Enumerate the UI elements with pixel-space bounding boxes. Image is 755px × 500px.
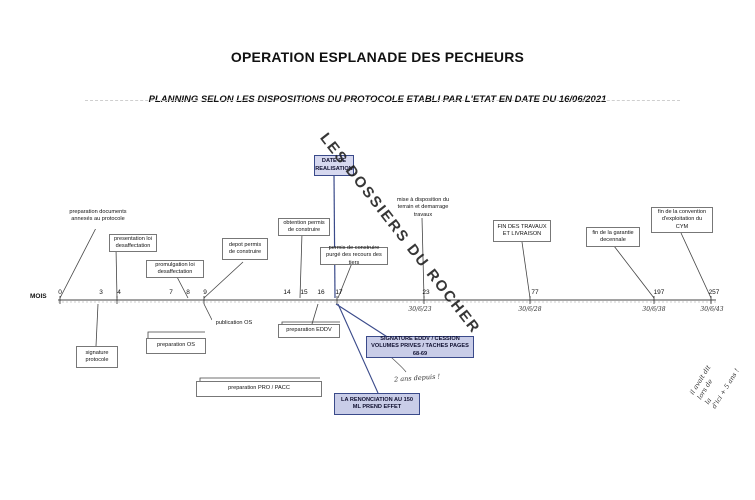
top-dashed-rule	[85, 100, 680, 101]
connector-preparation-eddv	[311, 303, 319, 325]
page-title: OPERATION ESPLANADE DES PECHEURS	[230, 49, 525, 65]
box-mise-disposition: mise à disposition du terrain et demarra…	[388, 197, 458, 218]
box-signature-protocole: signature protocole	[76, 346, 118, 368]
handwritten-date-257: 30/6/43	[700, 306, 724, 313]
connector-date-realisation	[333, 174, 336, 299]
box-fin-travaux: FIN DES TRAVAUX ET LIVRAISON	[493, 220, 551, 242]
box-permis-purge: permis de construire purgé des recours d…	[320, 245, 388, 266]
box-publication-os: publication OS	[212, 318, 256, 330]
tick-77: 77	[531, 289, 539, 296]
tick-7: 7	[169, 289, 173, 296]
box-presentation-loi: presentation loi desaffectation	[109, 234, 157, 252]
connector-renonciation	[337, 303, 379, 394]
connector-depot-permis	[203, 261, 244, 299]
box-signature-eddv: SIGNATURE EDDV / CESSION VOLUMES PRIVES …	[366, 336, 474, 358]
tick-17: 17	[335, 289, 343, 296]
box-fin-garantie: fin de la garantie decennale	[586, 227, 640, 247]
connector-signature-eddv	[335, 303, 393, 341]
tick-257: 257	[708, 289, 720, 296]
tick-15: 15	[300, 289, 308, 296]
tick-14: 14	[283, 289, 291, 296]
connector-presentation-loi	[115, 247, 118, 299]
bracket-preparation-os	[147, 331, 205, 338]
box-preparation-os: preparation OS	[146, 338, 206, 354]
box-preparation-eddv: preparation EDDV	[278, 324, 340, 338]
connector-publication-os	[203, 303, 213, 321]
box-fin-convention: fin de la convention d'exploitation du C…	[651, 207, 713, 233]
connector-promulgation-loi	[175, 274, 189, 299]
tick-16: 16	[317, 289, 325, 296]
tick-4: 4	[117, 289, 121, 296]
connector-obtention-permis	[299, 232, 303, 299]
handwritten-date-77: 30/6/28	[518, 306, 542, 313]
connector-mise-disposition	[421, 217, 425, 299]
tick-3: 3	[99, 289, 103, 296]
tick-0: 0	[58, 289, 62, 296]
connector-fin-travaux	[521, 241, 531, 299]
box-renonciation: LA RENONCIATION AU 150 ML PREND EFFET	[334, 393, 420, 415]
tick-8: 8	[186, 289, 190, 296]
connector-signature-protocole	[95, 303, 99, 347]
axis-label-mois: MOIS	[30, 293, 47, 300]
connector-fin-garantie	[613, 245, 655, 299]
box-preparation-documents: preparation documents annexés au protoco…	[66, 203, 130, 229]
page-subtitle: PLANNING SELON LES DISPOSITIONS DU PROTO…	[148, 94, 607, 105]
tick-9: 9	[203, 289, 207, 296]
tick-197: 197	[653, 289, 665, 296]
handwritten-date-197: 30/6/38	[642, 306, 666, 313]
connector-preparation-docs	[59, 227, 97, 299]
handwritten-date-23: 30/6/23	[408, 306, 432, 313]
tick-23: 23	[422, 289, 430, 296]
connector-fin-convention	[680, 232, 712, 299]
box-date-realisation: DATE DE REALISATION	[314, 155, 354, 176]
box-obtention-permis: obtention permis de construire	[278, 218, 330, 236]
box-depot-permis: depot permis de construire	[222, 238, 268, 260]
box-promulgation-loi: promulgation loi desaffectation	[146, 260, 204, 278]
box-preparation-pro-pacc: preparation PRO / PACC	[196, 381, 322, 397]
